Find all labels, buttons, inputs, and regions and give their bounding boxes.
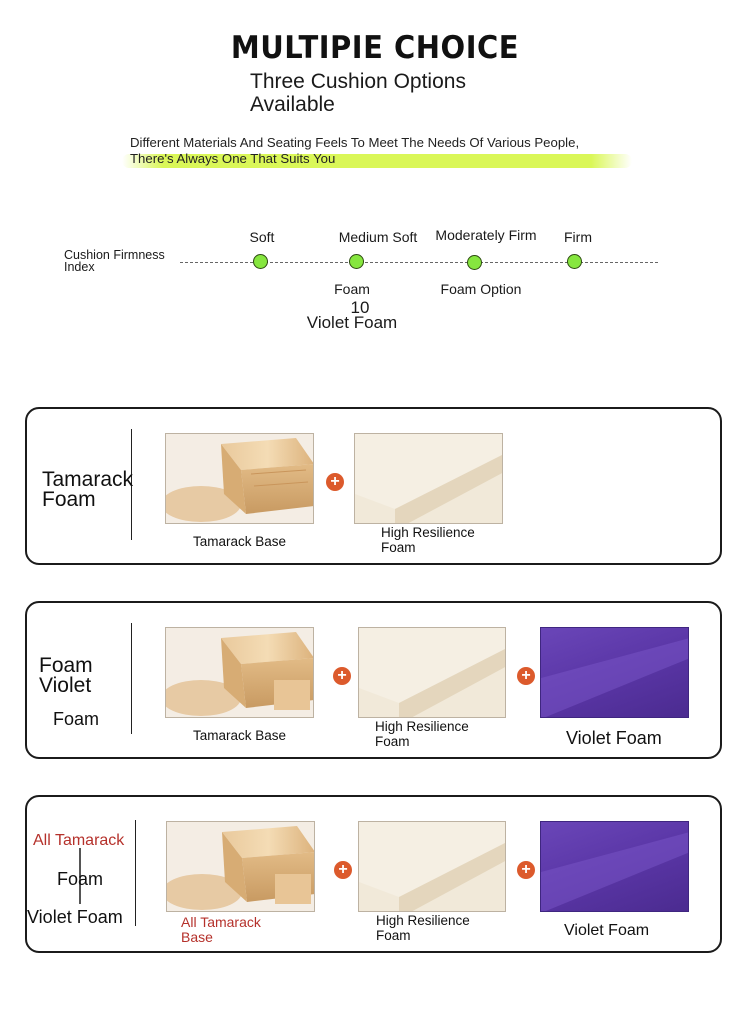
plus-icon: + [517, 667, 535, 685]
caption-high-resilience: High Resilience Foam [381, 525, 475, 555]
card-title-line: Foam [57, 869, 104, 889]
wood-block-icon [166, 628, 313, 717]
violet-foam-image [540, 821, 689, 912]
card-title: Foam Violet [39, 654, 93, 697]
level-moderately-firm: Moderately Firm [435, 227, 537, 243]
card-title-line: Foam [53, 709, 100, 729]
caption-line: All Tamarack [181, 914, 261, 930]
caption-line: High Resilience [375, 719, 469, 734]
plus-icon: + [326, 473, 344, 491]
firmness-label-line: Index [64, 260, 95, 274]
card-title-line: All Tamarack [33, 832, 125, 849]
tamarack-base-image [165, 627, 314, 718]
level-soft: Soft [249, 229, 275, 245]
scale-note: Foam [334, 281, 370, 297]
wood-block-icon [166, 434, 313, 523]
page-title: MULTIPIE CHOICE [230, 28, 520, 66]
connector-line [79, 848, 81, 904]
caption-high-resilience: High Resilience Foam [376, 913, 470, 943]
high-resilience-foam-image [358, 821, 506, 912]
caption-line: Foam [381, 540, 416, 555]
caption-tamarack-base: Tamarack Base [193, 728, 287, 743]
caption-line: Foam [376, 928, 411, 943]
level-firm: Firm [564, 229, 592, 245]
foam-block-icon [359, 628, 505, 717]
caption-line: Foam [375, 734, 410, 749]
caption-tamarack-base: Tamarack Base [193, 534, 287, 549]
foam-block-icon [355, 434, 502, 523]
card-divider [131, 429, 132, 540]
card-title: Tamarack Foam [42, 468, 134, 511]
card-title-line: Foam [39, 654, 93, 677]
firmness-label-line: Cushion Firmness [64, 248, 165, 262]
card-title-line: Tamarack [42, 468, 134, 491]
description: Different Materials And Seating Feels To… [130, 135, 650, 167]
violet-block-icon [541, 832, 688, 911]
scale-note: Foam Option [440, 281, 522, 297]
dot-icon [567, 254, 582, 269]
high-resilience-foam-image [354, 433, 503, 524]
violet-foam-image [540, 627, 689, 718]
firmness-label: Cushion Firmness Index [64, 248, 165, 274]
description-line: There's Always One That Suits You [130, 151, 336, 166]
caption-violet-foam: Violet Foam [566, 728, 662, 748]
card-title-line: Violet [39, 674, 92, 697]
tamarack-base-image [166, 821, 315, 912]
violet-block-icon [541, 638, 688, 717]
plus-icon: + [517, 861, 535, 879]
scale-note: 10 [350, 298, 370, 317]
subtitle-line: Three Cushion Options [250, 70, 466, 93]
card-divider [131, 623, 132, 734]
caption-line: Base [181, 929, 213, 945]
subtitle-line: Available [250, 93, 335, 116]
caption-line: High Resilience [376, 913, 470, 928]
plus-icon: + [334, 861, 352, 879]
wood-block-icon [167, 822, 314, 911]
tamarack-base-image [165, 433, 314, 524]
card-divider [135, 820, 136, 926]
scale-note: Violet Foam [306, 313, 398, 332]
caption-line: High Resilience [381, 525, 475, 540]
description-line: Different Materials And Seating Feels To… [130, 135, 580, 150]
caption-high-resilience: High Resilience Foam [375, 719, 469, 749]
level-medium-soft: Medium Soft [338, 229, 418, 245]
card-title-line: Foam [42, 488, 96, 511]
caption-violet-foam: Violet Foam [564, 922, 650, 939]
plus-icon: + [333, 667, 351, 685]
highlight-stroke [122, 154, 632, 168]
high-resilience-foam-image [358, 627, 506, 718]
card-title-line: Violet Foam [27, 907, 123, 927]
subtitle: Three Cushion Options Available [250, 70, 510, 116]
foam-block-icon [359, 822, 505, 911]
dot-icon [467, 255, 482, 270]
firmness-line [180, 262, 658, 263]
dot-icon [253, 254, 268, 269]
dot-icon [349, 254, 364, 269]
caption-all-tamarack-base: All Tamarack Base [181, 915, 261, 945]
